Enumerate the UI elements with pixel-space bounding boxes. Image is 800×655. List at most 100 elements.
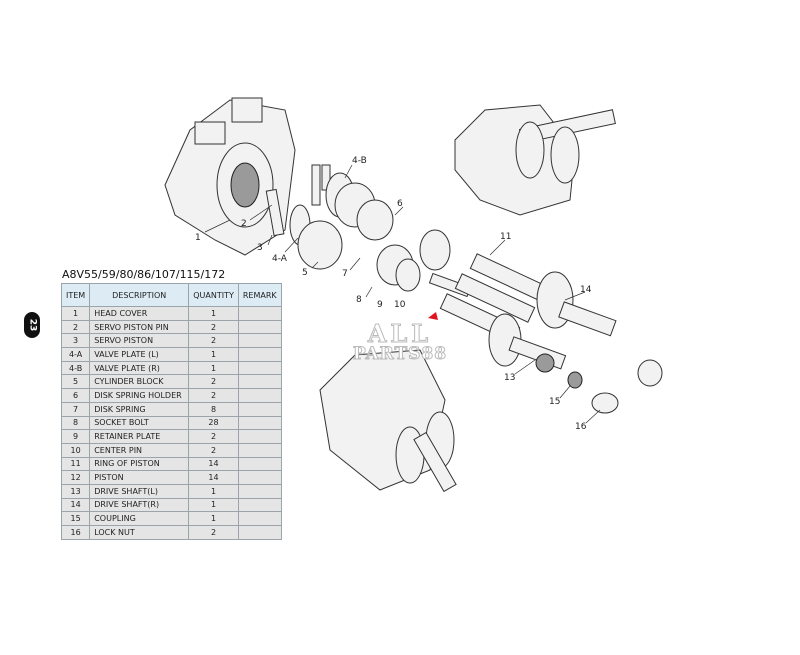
cell-remark — [237, 497, 282, 513]
cell-quantity: 2 — [188, 442, 239, 458]
red-marker — [428, 312, 438, 320]
header-item: ITEM — [60, 283, 91, 307]
callout-11: 11 — [500, 232, 511, 242]
callout-15: 15 — [549, 397, 560, 407]
cell-description: SERVO PISTON — [89, 333, 190, 349]
header-description: DESCRIPTION — [89, 283, 190, 307]
cell-remark — [237, 374, 282, 390]
cell-quantity: 1 — [188, 360, 239, 376]
cell-description: CENTER PIN — [89, 442, 190, 458]
cell-remark — [237, 511, 282, 526]
callout-3: 3 — [257, 243, 263, 253]
cell-remark — [237, 429, 282, 444]
callout-5: 5 — [302, 268, 308, 278]
cell-item: 6 — [60, 388, 91, 403]
cell-item: 8 — [60, 415, 91, 431]
cell-item: 4-A — [60, 347, 91, 362]
cell-quantity: 1 — [188, 306, 239, 321]
callout-16: 16 — [575, 422, 587, 432]
cell-item: 5 — [60, 374, 91, 390]
cell-item: 12 — [60, 470, 91, 485]
watermark-line2: PARTS88 — [352, 344, 448, 364]
leader-lines — [204, 164, 601, 424]
cell-item: 10 — [60, 442, 91, 458]
watermark: ALL PARTS88 — [330, 321, 470, 364]
valve-plates-drawing — [297, 172, 394, 270]
cell-description: PISTON — [89, 470, 190, 485]
cell-quantity: 1 — [188, 511, 239, 526]
cell-description: RING OF PISTON — [89, 456, 190, 472]
cell-remark — [237, 319, 282, 335]
callout-8: 8 — [356, 295, 362, 305]
cell-description: DRIVE SHAFT(L) — [89, 483, 190, 499]
cell-quantity: 1 — [188, 497, 239, 513]
cell-remark — [237, 306, 282, 321]
callout-13: 13 — [504, 373, 515, 383]
cell-quantity: 8 — [188, 401, 239, 417]
cell-remark — [237, 388, 282, 403]
header-quantity: QUANTITY — [188, 283, 239, 307]
head-cover-drawing — [164, 97, 296, 256]
cell-quantity: 2 — [188, 319, 239, 335]
cell-description: SOCKET BOLT — [89, 415, 190, 431]
cell-quantity: 2 — [188, 388, 239, 403]
cylinder-block-drawing — [376, 229, 472, 298]
cell-remark — [237, 347, 282, 362]
cell-item: 16 — [60, 525, 91, 540]
table-title: A8V55/59/80/86/107/115/172 — [62, 268, 226, 281]
cell-item: 13 — [60, 483, 91, 499]
callout-9: 9 — [377, 300, 383, 310]
cell-item: 7 — [60, 401, 91, 417]
cell-remark — [237, 401, 282, 417]
callout-4b: 4-B — [352, 156, 367, 166]
cell-remark — [237, 456, 282, 472]
callout-10: 10 — [394, 300, 406, 310]
cell-item: 1 — [60, 306, 91, 321]
cell-item: 4-B — [60, 360, 91, 376]
cell-item: 14 — [60, 497, 91, 513]
cell-quantity: 1 — [188, 483, 239, 499]
assembled-pump-bottom — [319, 349, 457, 493]
cell-remark — [237, 360, 282, 376]
cell-remark — [237, 415, 282, 431]
cell-description: SERVO PISTON PIN — [89, 319, 190, 335]
cell-quantity: 14 — [188, 456, 239, 472]
cell-description: DISK SPRING HOLDER — [89, 388, 190, 403]
cell-remark — [237, 442, 282, 458]
cell-description: RETAINER PLATE — [89, 429, 190, 444]
cell-item: 11 — [60, 456, 91, 472]
cell-remark — [237, 470, 282, 485]
table-header: ITEM DESCRIPTION QUANTITY REMARK — [60, 283, 282, 307]
cell-quantity: 2 — [188, 429, 239, 444]
drive-shafts-drawing — [488, 271, 663, 414]
cell-remark — [237, 525, 282, 540]
cell-item: 15 — [60, 511, 91, 526]
cell-description: LOCK NUT — [89, 525, 190, 540]
callout-2: 2 — [241, 219, 247, 229]
cell-quantity: 28 — [188, 415, 239, 431]
callout-4a: 4-A — [272, 254, 288, 264]
cell-description: CYLINDER BLOCK — [89, 374, 190, 390]
assembled-pump-top-right — [454, 104, 616, 216]
header-remark: REMARK — [237, 283, 282, 307]
cell-quantity: 14 — [188, 470, 239, 485]
cell-description: VALVE PLATE (L) — [89, 347, 190, 362]
cell-description: DISK SPRING — [89, 401, 190, 417]
